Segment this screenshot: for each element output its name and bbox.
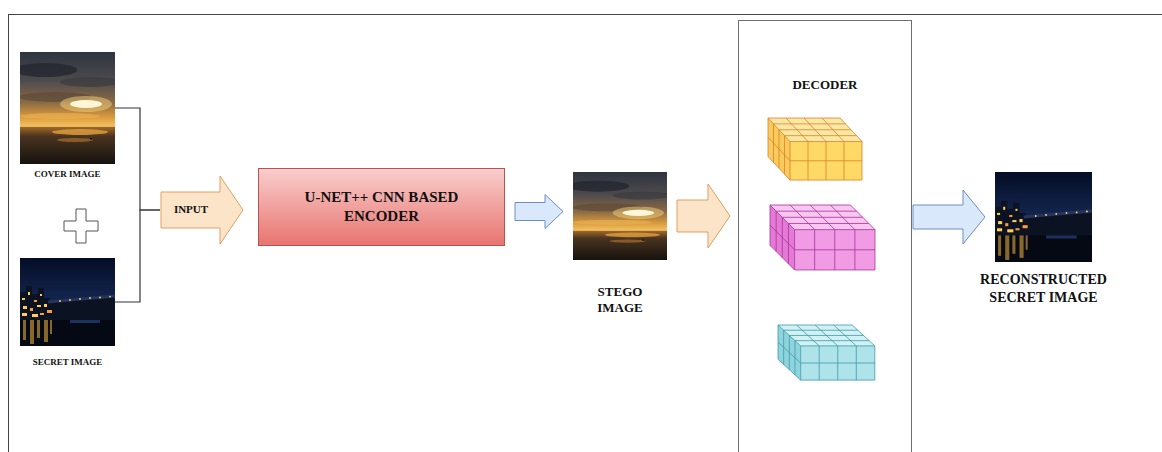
- image-caption: SECRET IMAGE: [18, 357, 118, 368]
- image-caption: COVER IMAGE: [18, 169, 118, 180]
- block-arrow: [913, 190, 985, 244]
- feature-map-pink: [770, 205, 875, 270]
- feature-map-cyan: [778, 325, 875, 380]
- stego-image: STEGO IMAGE: [573, 172, 667, 260]
- plus-symbol: [64, 209, 98, 243]
- stego-photo: [566, 172, 672, 260]
- image-caption: STEGO IMAGE: [583, 284, 657, 317]
- block-arrow: [515, 195, 563, 229]
- cover-photo: [13, 52, 120, 164]
- reconstructed-image: RECONSTRUCTED SECRET IMAGE: [995, 172, 1092, 262]
- block-arrow-outline: [161, 176, 243, 244]
- decoder-box: DECODER: [738, 20, 912, 452]
- input-arrow: INPUT: [160, 175, 244, 245]
- figure-frame: [9, 15, 1162, 452]
- joining-line: [115, 108, 160, 210]
- feature-map-yellow: [768, 118, 862, 180]
- node-label: DECODER: [739, 77, 911, 93]
- joining-line: [115, 210, 160, 302]
- node-label: U-NET++ CNN BASED ENCODER: [289, 188, 474, 226]
- block-arrow: [677, 184, 730, 248]
- node-label: INPUT: [174, 203, 208, 217]
- encoder-box: U-NET++ CNN BASED ENCODER: [258, 168, 505, 246]
- image-caption: RECONSTRUCTED SECRET IMAGE: [958, 271, 1130, 306]
- secret-photo: [20, 258, 115, 346]
- cover-image: COVER IMAGE: [20, 52, 115, 164]
- secret-image: SECRET IMAGE: [20, 258, 115, 346]
- reconstructed-photo: [995, 172, 1092, 262]
